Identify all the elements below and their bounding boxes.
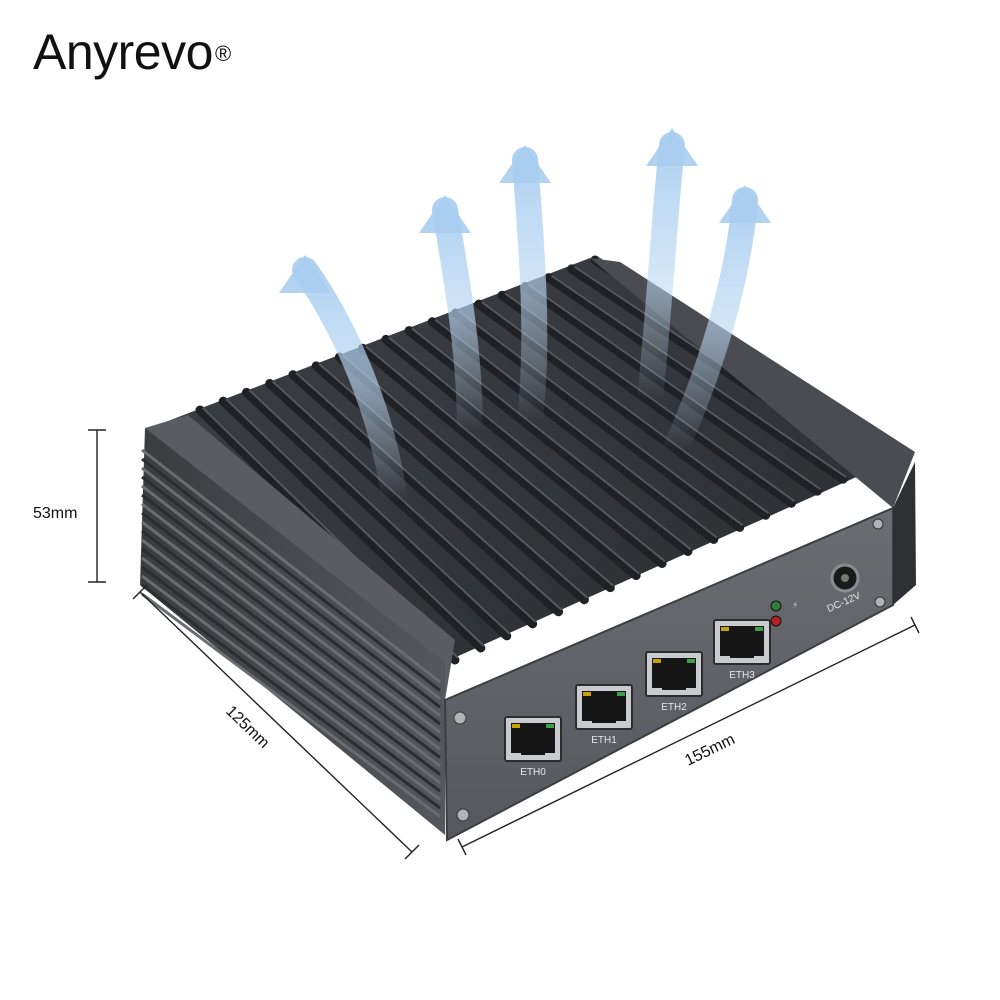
ethernet-port-eth3: ETH3 xyxy=(713,619,771,681)
screw-icon xyxy=(874,596,886,608)
airflow-arrow xyxy=(637,132,685,413)
airflow-arrowhead xyxy=(419,195,471,233)
fin-highlight xyxy=(341,354,614,587)
fin-highlight xyxy=(248,389,511,635)
side-fin xyxy=(141,493,441,726)
fin-highlight xyxy=(457,310,744,527)
side-fin xyxy=(141,520,441,751)
fin xyxy=(218,396,486,653)
screw-icon xyxy=(872,518,884,530)
registered-mark: ® xyxy=(214,41,231,66)
fin xyxy=(358,343,641,581)
left-side-wall xyxy=(140,428,445,835)
side-fin xyxy=(141,502,441,734)
right-side-wall xyxy=(893,462,916,605)
led-green xyxy=(770,600,782,612)
side-fin xyxy=(141,448,441,684)
fin-highlight xyxy=(295,371,563,611)
dimension-depth xyxy=(132,584,420,860)
airflow-arrows xyxy=(279,128,771,513)
fin-highlight xyxy=(388,336,666,563)
port-label: ETH0 xyxy=(520,767,546,778)
fin xyxy=(520,281,822,496)
fin xyxy=(381,334,667,569)
airflow-arrowhead xyxy=(646,128,698,166)
ethernet-port-eth0: ETH0 xyxy=(504,716,562,778)
fin-highlight xyxy=(434,318,718,539)
screw-icon xyxy=(456,808,470,822)
airflow-arrowhead xyxy=(499,145,551,183)
side-fin xyxy=(141,475,441,709)
side-fin xyxy=(141,529,441,759)
airflow-arrowhead xyxy=(719,185,771,223)
side-fin xyxy=(141,484,441,717)
side-fin xyxy=(141,547,441,776)
fin xyxy=(334,352,615,593)
right-rail xyxy=(590,258,915,508)
width-label: 155mm xyxy=(682,731,737,770)
fin xyxy=(288,370,564,617)
led-red xyxy=(770,615,782,627)
side-fin xyxy=(141,574,441,801)
led-power-symbol: ⚡ xyxy=(792,601,798,611)
side-fin xyxy=(141,556,441,784)
depth-label: 125mm xyxy=(222,703,272,752)
side-fin xyxy=(141,565,441,793)
side-fin xyxy=(141,511,441,742)
side-fin xyxy=(141,457,441,692)
airflow-arrowhead xyxy=(279,255,331,293)
side-fin xyxy=(141,583,441,810)
port-label: ETH2 xyxy=(661,702,687,713)
screw-icon xyxy=(453,711,467,725)
fin xyxy=(451,308,745,532)
fin-highlight xyxy=(225,398,485,647)
fin xyxy=(241,387,512,641)
fin-highlight xyxy=(365,345,640,575)
fin-highlight xyxy=(527,283,821,490)
airflow-arrow xyxy=(662,187,758,463)
dimension-height xyxy=(88,429,106,583)
side-fin xyxy=(141,466,441,700)
ethernet-port-eth2: ETH2 xyxy=(645,651,703,713)
port-label: ETH3 xyxy=(729,670,755,681)
port-label: ETH1 xyxy=(591,735,617,746)
side-fins xyxy=(141,448,441,818)
height-label: 53mm xyxy=(33,505,77,522)
side-fin xyxy=(141,538,441,768)
ethernet-port-eth1: ETH1 xyxy=(575,684,633,746)
airflow-arrow xyxy=(512,147,548,433)
dimension-width xyxy=(457,616,920,856)
brand-name: Anyrevo xyxy=(33,24,213,80)
side-fin xyxy=(141,592,441,818)
brand-logo: Anyrevo® xyxy=(33,22,231,82)
